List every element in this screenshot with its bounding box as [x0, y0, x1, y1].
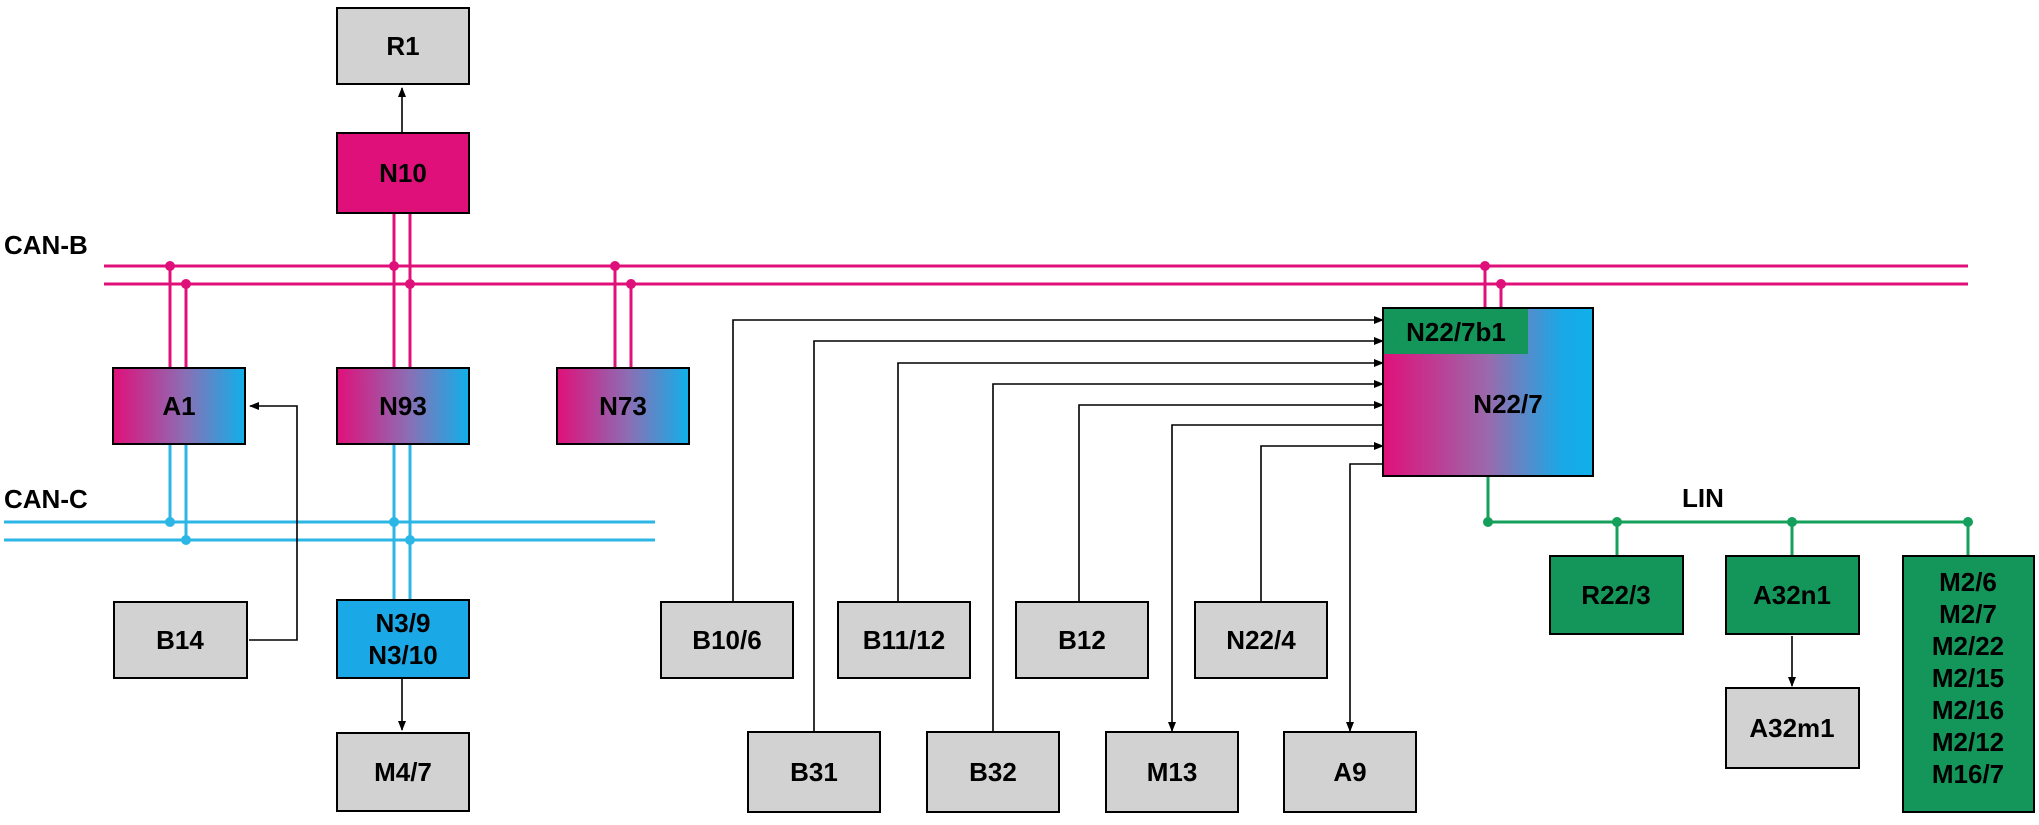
box-b31-label: B31 — [790, 757, 838, 787]
box-b11-12[interactable]: B11/12 — [837, 601, 971, 679]
box-n22-7b1-label: N22/7b1 — [1406, 317, 1506, 347]
box-b11-12-label: B11/12 — [863, 625, 945, 655]
box-a1-label: A1 — [162, 391, 195, 421]
can-b-junctions — [165, 261, 1506, 289]
box-b14[interactable]: B14 — [113, 601, 248, 679]
box-m2-16-label: M2/16 — [1932, 695, 2004, 725]
can-c-label: CAN-C — [4, 484, 88, 514]
box-n22-7-label: N22/7 — [1473, 389, 1542, 419]
can-c-bus — [4, 444, 655, 600]
box-n22-4-label: N22/4 — [1226, 625, 1296, 655]
box-n73[interactable]: N73 — [556, 367, 690, 445]
box-a1[interactable]: A1 — [112, 367, 246, 445]
lin-label: LIN — [1682, 483, 1724, 513]
box-r22-3[interactable]: R22/3 — [1549, 555, 1684, 635]
box-b10-6[interactable]: B10/6 — [660, 601, 794, 679]
box-b10-6-label: B10/6 — [692, 625, 761, 655]
box-b32[interactable]: B32 — [926, 731, 1060, 813]
box-r1[interactable]: R1 — [336, 7, 470, 85]
box-n3-9-label-2: N3/10 — [368, 640, 437, 670]
box-a32m1-label: A32m1 — [1749, 713, 1834, 743]
box-m2-12-label: M2/12 — [1932, 727, 2004, 757]
lin-bus — [1486, 476, 1970, 556]
box-n10-label: N10 — [379, 158, 427, 188]
box-n10[interactable]: N10 — [336, 132, 470, 214]
lin-junctions — [1483, 517, 1973, 527]
box-m2-22-label: M2/22 — [1932, 631, 2004, 661]
box-b12[interactable]: B12 — [1015, 601, 1149, 679]
box-n3-9-label-1: N3/9 — [376, 608, 431, 638]
box-b31[interactable]: B31 — [747, 731, 881, 813]
box-n93[interactable]: N93 — [336, 367, 470, 445]
can-b-bus — [104, 214, 1968, 368]
box-n3-9[interactable]: N3/9 N3/10 — [336, 599, 470, 679]
box-r22-3-label: R22/3 — [1581, 580, 1650, 610]
box-m2-15-label: M2/15 — [1932, 663, 2004, 693]
box-r1-label: R1 — [386, 31, 419, 61]
box-m2-6-label: M2/6 — [1939, 567, 1997, 597]
box-a9-label: A9 — [1333, 757, 1366, 787]
box-m2-7-label: M2/7 — [1939, 599, 1997, 629]
can-c-junctions — [165, 517, 415, 545]
can-b-label: CAN-B — [4, 230, 88, 260]
box-m2-group[interactable]: M2/6 M2/7 M2/22 M2/15 M2/16 M2/12 M16/7 — [1902, 555, 2035, 813]
box-a32n1[interactable]: A32n1 — [1725, 555, 1860, 635]
box-a32n1-label: A32n1 — [1753, 580, 1831, 610]
box-m13[interactable]: M13 — [1105, 731, 1239, 813]
box-n22-7[interactable]: N22/7b1 N22/7 — [1382, 307, 1594, 477]
signal-lines — [249, 87, 1796, 732]
box-m4-7[interactable]: M4/7 — [336, 732, 470, 812]
box-a32m1[interactable]: A32m1 — [1725, 687, 1860, 769]
box-m13-label: M13 — [1147, 757, 1198, 787]
box-n22-4[interactable]: N22/4 — [1194, 601, 1328, 679]
box-n73-label: N73 — [599, 391, 647, 421]
box-b14-label: B14 — [156, 625, 204, 655]
box-b32-label: B32 — [969, 757, 1017, 787]
box-a9[interactable]: A9 — [1283, 731, 1417, 813]
box-m16-7-label: M16/7 — [1932, 759, 2004, 789]
box-n93-label: N93 — [379, 391, 427, 421]
box-m4-7-label: M4/7 — [374, 757, 432, 787]
box-b12-label: B12 — [1058, 625, 1106, 655]
